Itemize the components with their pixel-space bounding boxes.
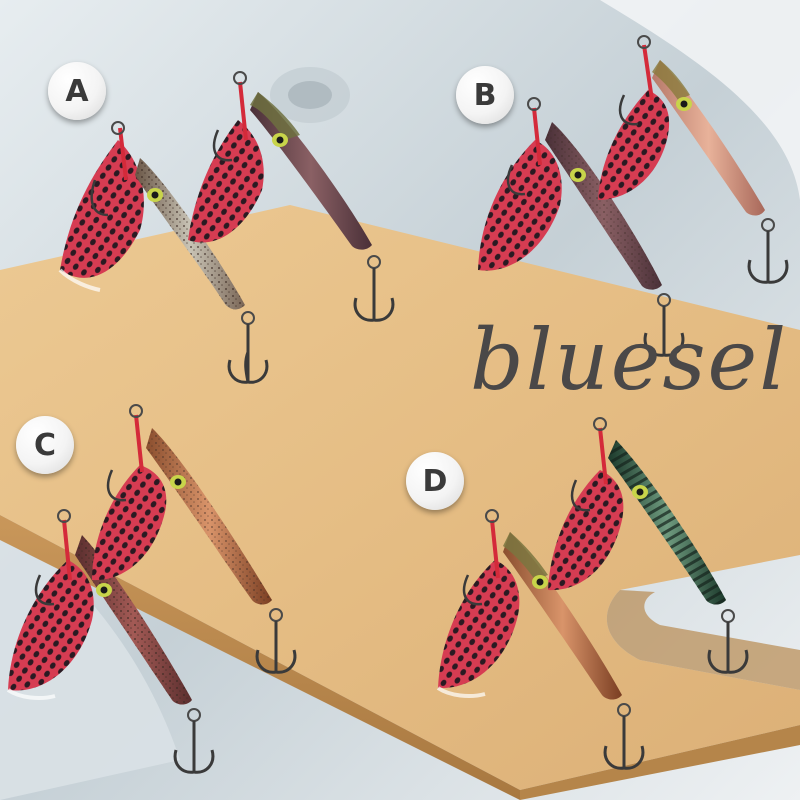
ring-b2 (637, 35, 651, 49)
lure-c2 (92, 404, 297, 674)
ring-c1 (57, 509, 71, 523)
lure-b2 (598, 35, 789, 284)
assist-hook-b1 (506, 164, 526, 196)
ring-a1 (111, 121, 125, 135)
treble-hook-b2 (747, 231, 789, 284)
feather-b2 (598, 90, 670, 200)
assist-hook-b2 (618, 94, 639, 126)
ring-c2 (129, 404, 143, 418)
ring-d2 (593, 417, 607, 431)
assist-hook-c1 (34, 574, 55, 606)
leader-c1 (62, 519, 72, 581)
treble-hook-d1 (603, 716, 645, 770)
cutting-board-side (520, 725, 800, 800)
ring-b1 (527, 97, 541, 111)
label-badge-a: A (48, 62, 106, 120)
brand-watermark: bluesel (470, 311, 789, 409)
leader-d1 (490, 519, 500, 579)
label-badge-d: D (406, 452, 464, 510)
fish-background (600, 0, 800, 200)
assist-hook-d2 (570, 479, 591, 512)
ring-a2 (233, 71, 247, 85)
assist-hook-a2 (212, 129, 233, 162)
feather-a2 (188, 120, 264, 243)
leader-a2 (238, 81, 248, 141)
assist-hook-c2 (106, 469, 127, 502)
sink-drain-inner (288, 81, 332, 109)
treble-hook-a2 (353, 268, 395, 322)
leader-c2 (134, 414, 144, 473)
lure-b1 (478, 97, 685, 357)
label-badge-b: B (456, 66, 514, 124)
lure-a2 (188, 71, 395, 322)
assist-hook-a1 (90, 179, 109, 217)
leader-b2 (642, 44, 654, 101)
ring-d1 (485, 509, 499, 523)
leader-a1 (118, 127, 128, 181)
leader-d2 (598, 427, 608, 485)
feather-d1 (438, 560, 520, 689)
treble-hook-b1 (643, 306, 685, 357)
board-handle-slot (606, 590, 800, 690)
treble-hook-d2 (707, 622, 749, 674)
lure-d2 (548, 417, 749, 674)
feather-c1 (8, 560, 94, 691)
feather-b1 (478, 140, 562, 271)
feather-c2 (92, 465, 167, 581)
assist-hook-d1 (462, 574, 483, 606)
treble-hook-c1 (173, 721, 215, 774)
leader-b1 (532, 107, 542, 166)
cutting-board (0, 205, 800, 790)
feather-a1 (60, 140, 144, 278)
feather-d2 (548, 470, 624, 591)
treble-hook-a1 (227, 324, 269, 384)
label-badge-c: C (16, 416, 74, 474)
cutting-board-edge (0, 515, 520, 800)
treble-hook-c2 (255, 621, 297, 674)
lure-d1 (436, 509, 645, 770)
